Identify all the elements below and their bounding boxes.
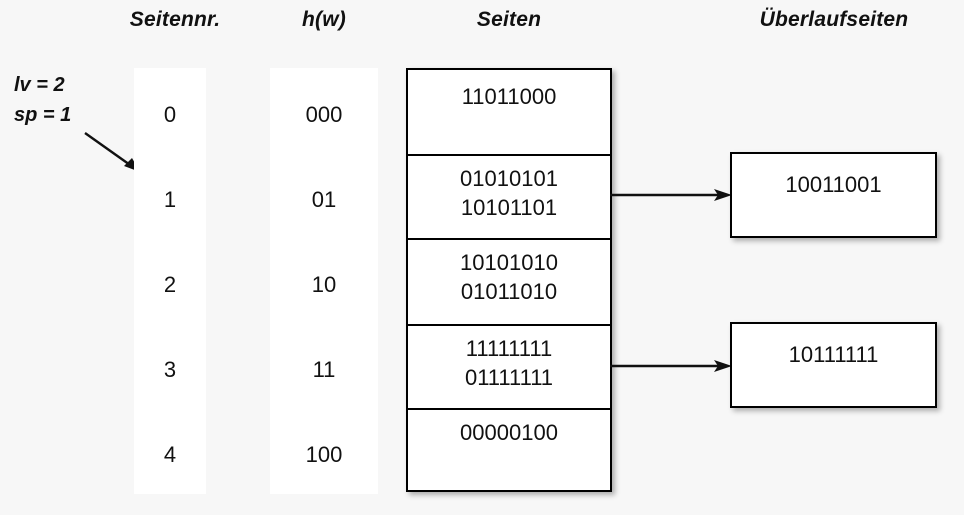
record-value: 10101010 (460, 250, 558, 275)
slot-divider (408, 154, 610, 156)
column-seitennr: 0 1 2 3 4 (134, 68, 206, 494)
parameter-annotations: lv = 2 sp = 1 (14, 70, 71, 130)
overflow-page-box: 10111111 (730, 322, 937, 408)
slot-divider (408, 408, 610, 410)
seitennr-cell: 1 (163, 187, 177, 212)
seiten-slot: 10101010 01011010 (408, 248, 610, 322)
column-header-hw: h(w) (302, 8, 346, 31)
seiten-slot: 00000100 (408, 418, 610, 492)
seiten-slot: 01010101 10101101 (408, 164, 610, 238)
seitennr-cell: 0 (163, 102, 177, 127)
record-value: 00000100 (460, 420, 558, 445)
record-value: 01111111 (464, 365, 554, 390)
slot-divider (408, 324, 610, 326)
hw-cell: 11 (312, 357, 336, 382)
hw-cell: 01 (311, 187, 337, 212)
right-arrow-icon (610, 360, 732, 372)
seiten-slot: 11111111 01111111 (408, 334, 610, 408)
right-arrow-icon (610, 189, 732, 201)
column-hw: 000 01 10 11 100 (270, 68, 378, 494)
record-value: 10011001 (785, 172, 882, 197)
record-value: 01010101 (460, 166, 558, 191)
column-header-seitennr: Seitennr. (129, 8, 221, 31)
seiten-table: 11011000 01010101 10101101 10101010 0101… (406, 68, 612, 492)
hw-cell: 000 (305, 102, 343, 127)
param-lv: lv = 2 (14, 74, 65, 96)
record-value: 10101101 (460, 195, 558, 220)
column-header-ueberlaufseiten: Überlaufseiten (759, 8, 909, 31)
hw-cell: 10 (311, 272, 337, 297)
record-value: 10111111 (788, 342, 879, 367)
record-value: 01011010 (460, 279, 558, 304)
seiten-slot: 11011000 (408, 82, 610, 156)
seitennr-cell: 2 (163, 272, 177, 297)
overflow-page-box: 10011001 (730, 152, 937, 238)
record-value: 11011000 (461, 84, 557, 109)
seitennr-cell: 4 (163, 442, 177, 467)
slot-divider (408, 238, 610, 240)
column-header-seiten: Seiten (476, 8, 542, 31)
param-sp: sp = 1 (14, 104, 72, 126)
hw-cell: 100 (305, 442, 343, 467)
seitennr-cell: 3 (163, 357, 177, 382)
record-value: 11111111 (465, 336, 553, 361)
